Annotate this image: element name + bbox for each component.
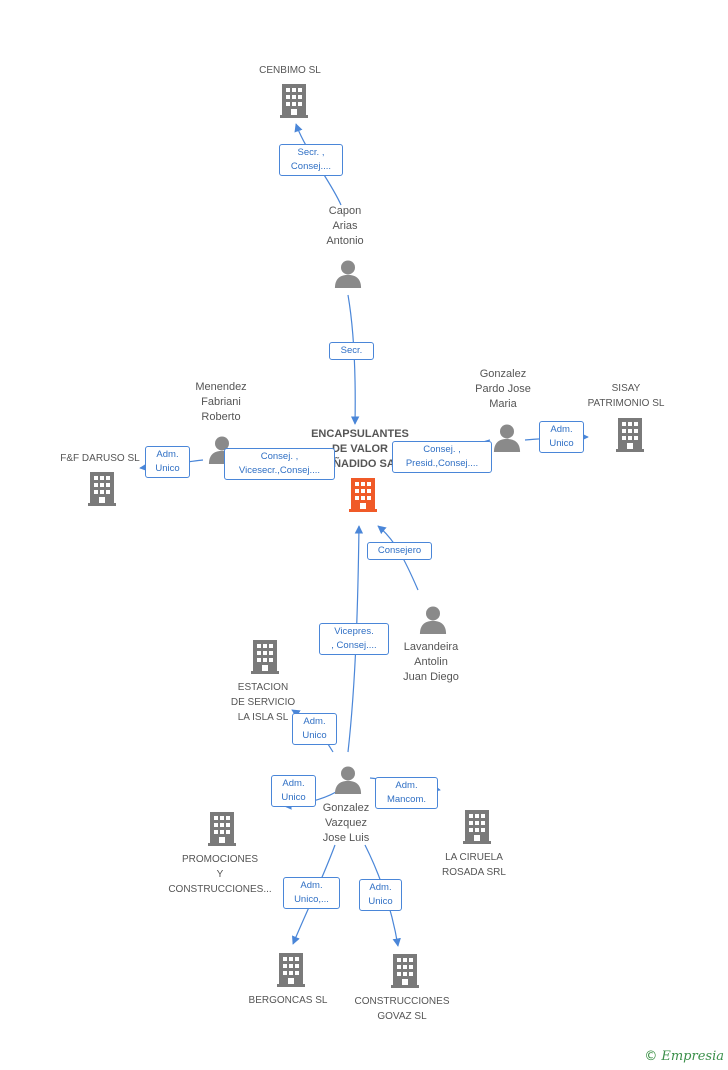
relation-pardo-sisay[interactable]: Adm. Unico [539, 421, 584, 453]
center-company-label[interactable]: ENCAPSULANTES DE VALOR AÑADIDO SA [311, 428, 409, 470]
capon-person-icon[interactable] [334, 260, 362, 288]
relation-pardo-center[interactable]: Consej. , Presid.,Consej.... [392, 441, 492, 473]
estacion-building-icon[interactable] [251, 640, 279, 674]
sisay-building-icon[interactable] [616, 418, 644, 452]
relation-vazquez-ciruela[interactable]: Adm. Mancom. [375, 777, 438, 809]
ffdaruso-building-icon[interactable] [88, 472, 116, 506]
promociones-building-icon[interactable] [208, 812, 236, 846]
lavandeira-person-icon[interactable] [419, 606, 447, 634]
govaz-building-icon[interactable] [391, 954, 419, 988]
cenbimo-label[interactable]: CENBIMO SL [259, 65, 321, 76]
gonzalez-vazquez-label[interactable]: Gonzalez Vazquez Jose Luis [322, 802, 370, 844]
gonzalez-vazquez-person-icon[interactable] [334, 766, 362, 794]
promociones-label[interactable]: PROMOCIONES Y CONSTRUCCIONES... [168, 854, 272, 895]
relation-capon-cenbimo[interactable]: Secr. , Consej.... [279, 144, 343, 176]
gonzalez-pardo-person-icon[interactable] [493, 424, 521, 452]
empresia-logo[interactable]: ©Empresia [644, 1049, 724, 1064]
relation-lavandeira-center[interactable]: Consejero [367, 542, 432, 560]
relation-vazquez-bergoncas[interactable]: Adm. Unico,... [283, 877, 340, 909]
relation-vazquez-promociones[interactable]: Adm. Unico [271, 775, 316, 807]
relation-vazquez-estacion[interactable]: Adm. Unico [292, 713, 337, 745]
menendez-label[interactable]: Menendez Fabriani Roberto [195, 381, 247, 423]
sisay-label[interactable]: SISAY PATRIMONIO SL [587, 383, 665, 409]
relation-menendez-ffdaruso[interactable]: Adm. Unico [145, 446, 190, 478]
ciruela-building-icon[interactable] [463, 810, 491, 844]
govaz-label[interactable]: CONSTRUCCIONES GOVAZ SL [354, 996, 450, 1022]
relation-vazquez-govaz[interactable]: Adm. Unico [359, 879, 402, 911]
relation-vazquez-center[interactable]: Vicepres. , Consej.... [319, 623, 389, 655]
capon-label[interactable]: Capon Arias Antonio [326, 205, 364, 247]
relation-menendez-center[interactable]: Consej. , Vicesecr.,Consej.... [224, 448, 335, 480]
bergoncas-building-icon[interactable] [277, 953, 305, 987]
ffdaruso-label[interactable]: F&F DARUSO SL [60, 453, 140, 464]
lavandeira-label[interactable]: Lavandeira Antolin Juan Diego [403, 641, 459, 683]
cenbimo-building-icon[interactable] [280, 84, 308, 118]
relation-capon-center[interactable]: Secr. [329, 342, 374, 360]
copyright-icon: © [644, 1049, 658, 1064]
estacion-label[interactable]: ESTACION DE SERVICIO LA ISLA SL [230, 682, 296, 723]
center-company-building-icon[interactable] [349, 478, 377, 512]
gonzalez-pardo-label[interactable]: Gonzalez Pardo Jose Maria [475, 368, 531, 410]
brand-name: Empresia [661, 1049, 724, 1064]
ciruela-label[interactable]: LA CIRUELA ROSADA SRL [442, 852, 506, 878]
bergoncas-label[interactable]: BERGONCAS SL [248, 995, 328, 1006]
